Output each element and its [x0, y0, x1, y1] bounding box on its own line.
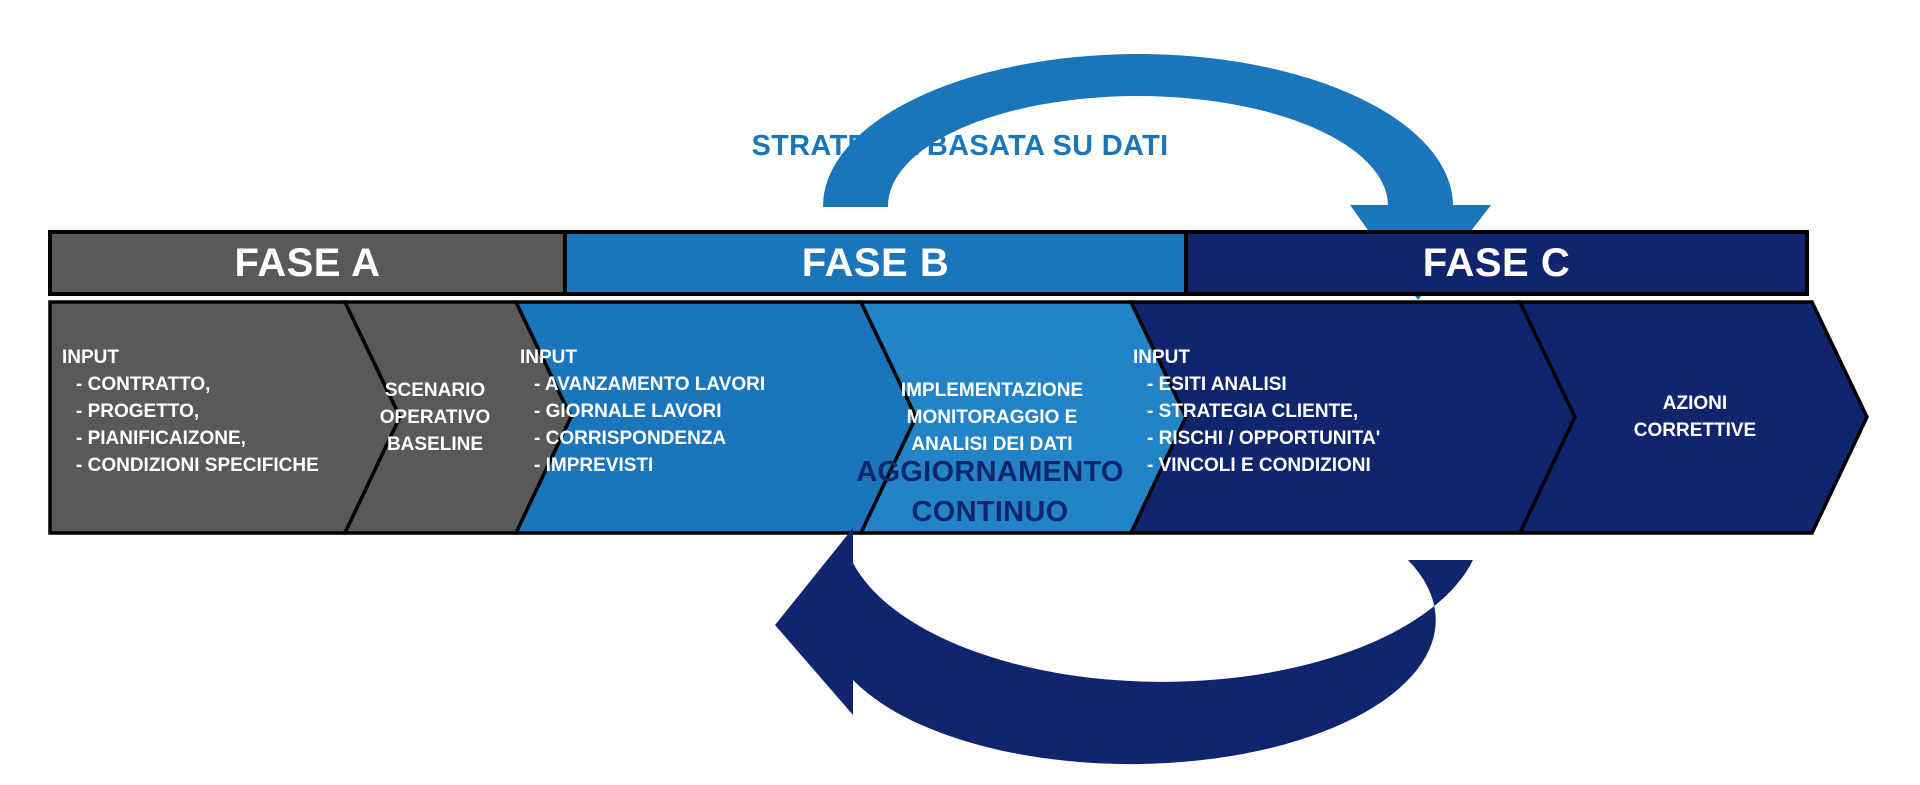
arc-caption-aggiornamento-continuo: AGGIORNAMENTO CONTINUO — [820, 452, 1160, 532]
segment-lead: INPUT — [1133, 347, 1190, 368]
segment-text-implementazione-monitoraggio: IMPLEMENTAZIONE MONITORAGGIO E ANALISI D… — [862, 377, 1122, 458]
strategia-basata-su-dati-arrow — [822, 53, 1491, 300]
segment-line: ANALISI DEI DATI — [911, 434, 1073, 455]
segment-bullet: - PROGETTO, — [76, 401, 200, 422]
segment-lead: INPUT — [520, 347, 577, 368]
segment-text-azioni-correttive: AZIONI CORRETTIVE — [1590, 390, 1800, 444]
arc-caption-strategia-basata-su-dati: STRATEGIA BASATA SU DATI — [751, 130, 1169, 162]
chevron-azioni-correttive — [1517, 300, 1869, 535]
phase-header-bar-c — [1184, 230, 1809, 296]
phase-header-bar-b — [563, 230, 1188, 296]
arc-caption-line1: AGGIORNAMENTO — [856, 456, 1124, 488]
segment-bullet: - RISCHI / OPPORTUNITA' — [1147, 428, 1381, 449]
segment-text-input-esiti-analisi: INPUT - ESITI ANALISI - STRATEGIA CLIENT… — [1133, 344, 1380, 479]
segment-bullet: - CONDIZIONI SPECIFICHE — [76, 455, 319, 476]
phase-header-bar-a — [48, 230, 567, 296]
segment-line: MONITORAGGIO E — [906, 407, 1078, 428]
segment-bullet: - AVANZAMENTO LAVORI — [534, 374, 766, 395]
segment-text-input-contratto: INPUT - CONTRATTO, - PROGETTO, - PIANIFI… — [62, 344, 319, 479]
segment-bullet: - GIORNALE LAVORI — [534, 401, 722, 422]
segment-line: OPERATIVO — [379, 407, 491, 428]
segment-text-scenario-operativo-baseline: SCENARIO OPERATIVO BASELINE — [345, 377, 525, 458]
aggiornamento-continuo-arrow — [775, 528, 1473, 765]
segment-bullet: - CONTRATTO, — [76, 374, 211, 395]
segment-line: SCENARIO — [384, 380, 486, 401]
segment-text-input-avanzamento: INPUT - AVANZAMENTO LAVORI - GIORNALE LA… — [520, 344, 765, 479]
segment-line: AZIONI — [1662, 393, 1728, 414]
arc-caption-line2: CONTINUO — [911, 496, 1069, 528]
chevron-segment-group — [48, 300, 1869, 535]
segment-line: BASELINE — [386, 434, 484, 455]
phase-header-bar-group — [48, 230, 1809, 296]
segment-bullet: - ESITI ANALISI — [1147, 374, 1287, 395]
segment-bullet: - CORRISPONDENZA — [534, 428, 727, 449]
segment-line: IMPLEMENTAZIONE — [900, 380, 1084, 401]
segment-bullet: - STRATEGIA CLIENTE, — [1147, 401, 1359, 422]
segment-bullet: - VINCOLI E CONDIZIONI — [1147, 455, 1371, 476]
segment-lead: INPUT — [62, 347, 119, 368]
segment-bullet: - IMPREVISTI — [534, 455, 654, 476]
segment-line: CORRETTIVE — [1633, 420, 1757, 441]
segment-bullet: - PIANIFICAIZONE, — [76, 428, 246, 449]
